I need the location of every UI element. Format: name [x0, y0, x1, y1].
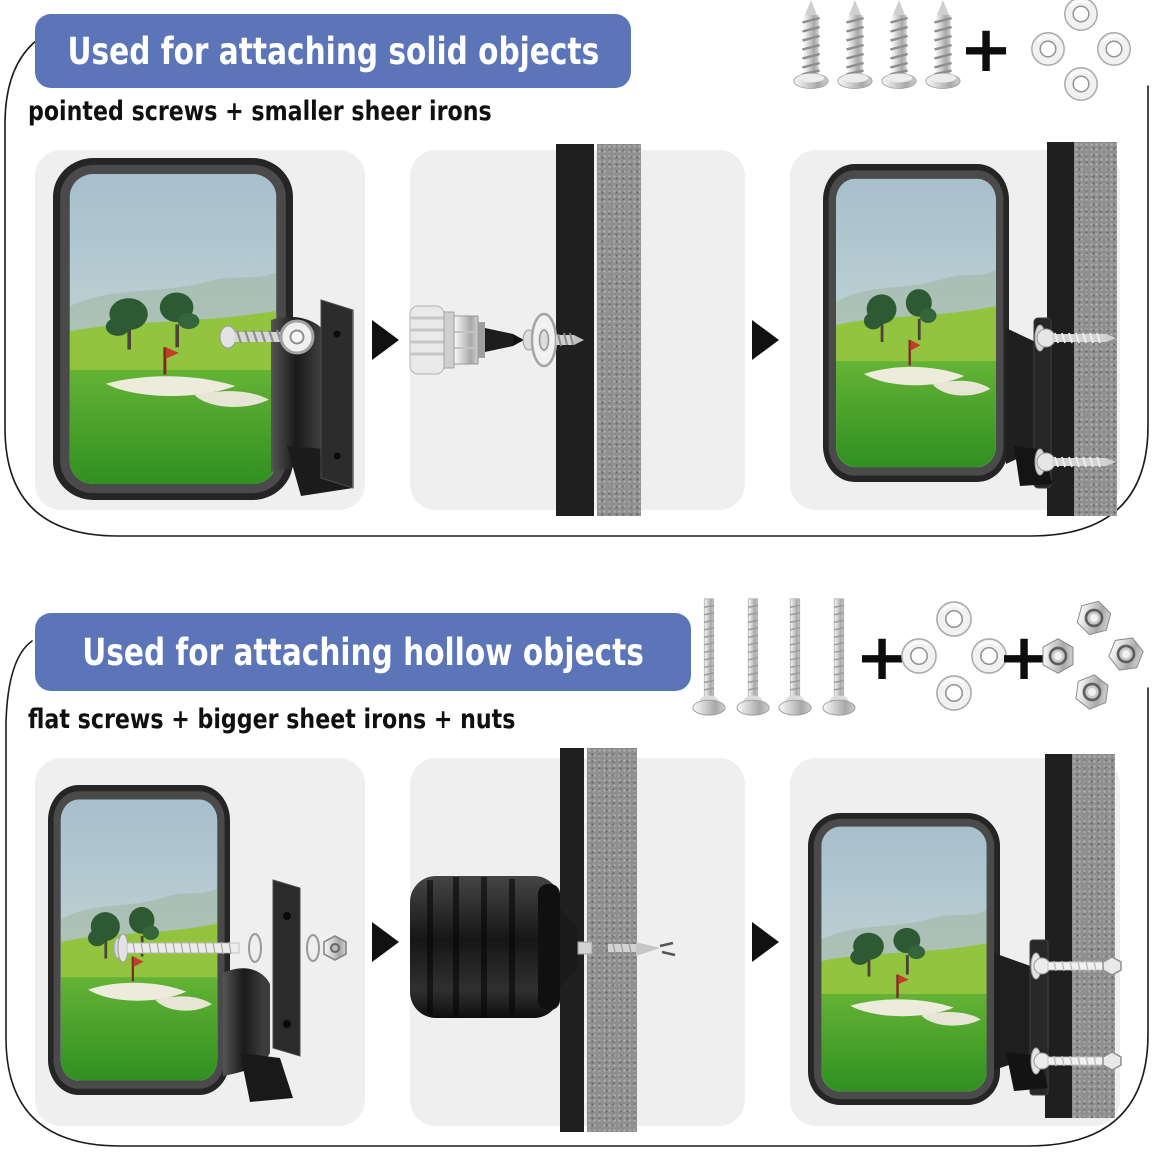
arrow-right-icon: [752, 320, 779, 360]
hex-nut-icon: [323, 935, 347, 961]
arrow-right-icon: [372, 922, 399, 962]
banner-solid-objects: Used for attaching solid objects: [35, 14, 631, 88]
subtitle-hollow-objects: flat screws + bigger sheet irons + nuts: [28, 704, 516, 735]
hex-nuts-icon: [1041, 596, 1148, 713]
drill-illustration: [410, 876, 676, 1018]
big-washers-icon: [900, 600, 1008, 712]
banner-hollow-objects: Used for attaching hollow objects: [35, 613, 691, 691]
pointed-screws-icon: [792, 0, 962, 90]
mounting-screw-icon: [1034, 324, 1116, 352]
plus-icon: +: [959, 13, 1013, 87]
mirror-with-bolt-exploded-illustration: [35, 758, 347, 1102]
mounted-mirror-bolts-illustration: [790, 758, 1122, 1126]
washer-icon: [306, 934, 320, 962]
mirror-with-screw-illustration: [35, 150, 354, 510]
banner-hollow-objects-label: Used for attaching hollow objects: [82, 630, 644, 674]
flat-screws-icon: [692, 598, 856, 716]
mounted-mirror-illustration: [790, 150, 1116, 489]
washer-icon: [248, 933, 262, 963]
arrow-right-icon: [372, 320, 399, 360]
banner-solid-objects-label: Used for attaching solid objects: [67, 29, 599, 73]
screwdriver-illustration: [409, 305, 584, 375]
mounting-screw-icon: [1034, 448, 1116, 476]
small-washers-icon: [1030, 0, 1132, 102]
mounting-plate-icon: [272, 879, 301, 1057]
arrow-right-icon: [752, 922, 779, 962]
subtitle-solid-objects: pointed screws + smaller sheer irons: [28, 96, 492, 127]
